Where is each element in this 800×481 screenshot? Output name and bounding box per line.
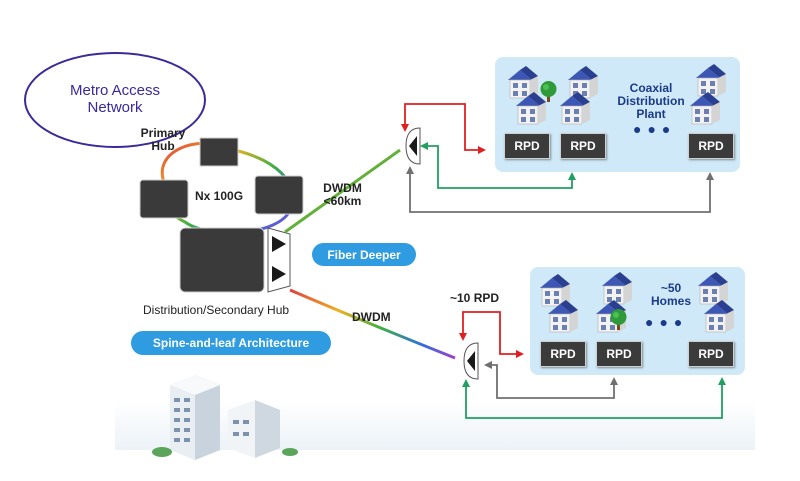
top-rpd-2: RPD: [560, 133, 606, 159]
coaxial-plant-label: Coaxial Distribution Plant: [615, 82, 687, 121]
metro-line2: Network: [87, 99, 143, 116]
dwdm-top-line1: DWDM: [323, 181, 362, 195]
homes-line1: ~50: [660, 281, 682, 295]
top-rpd-3: RPD: [688, 133, 734, 159]
top-dots: ●●●: [633, 121, 677, 137]
metro-access-ellipse: [24, 52, 206, 148]
bottom-rpd-2: RPD: [596, 341, 642, 367]
fiber-deeper-badge: Fiber Deeper: [312, 243, 416, 266]
primary-hub-line2: Hub: [151, 139, 175, 153]
coaxial-line1: Coaxial: [629, 81, 673, 95]
distribution-hub-box: [179, 227, 265, 293]
primary-hub-box: [199, 137, 239, 167]
bottom-rpd-3: RPD: [688, 341, 734, 367]
top-connectors: [401, 103, 714, 213]
top-splitter: [405, 127, 421, 165]
office-buildings: [152, 375, 298, 460]
bottom-connectors: [459, 311, 726, 419]
distribution-hub-label: Distribution/Secondary Hub: [143, 303, 290, 317]
bottom-dots: ●●●: [645, 314, 689, 330]
top-plant-panel: [495, 57, 740, 172]
top-rpd-1: RPD: [504, 133, 550, 159]
dwdm-fiber-bottom: [289, 288, 456, 360]
bottom-splitter: [463, 342, 479, 380]
nx-100g-label: Nx 100G: [195, 189, 244, 203]
dwdm-top-label: DWDM <60km: [320, 182, 365, 208]
primary-hub-line1: Primary: [140, 126, 186, 140]
left-hub-box: [139, 179, 189, 219]
ground-shading: [115, 400, 755, 450]
dwdm-fiber-top: [284, 148, 401, 234]
homes-line2: Homes: [650, 294, 691, 308]
right-hub-box: [254, 175, 304, 215]
metro-access-label: Metro Access Network: [50, 82, 180, 116]
bottom-rpd-1: RPD: [540, 341, 586, 367]
spine-leaf-badge: Spine-and-leaf Architecture: [131, 331, 331, 355]
primary-hub-label: Primary Hub: [138, 127, 188, 153]
coaxial-line3: Plant: [636, 107, 666, 121]
spine-leaf-switch: [267, 227, 291, 293]
metro-line1: Metro Access: [69, 82, 161, 99]
homes-label: ~50 Homes: [646, 282, 696, 308]
rpd-count-label: ~10 RPD: [450, 291, 500, 305]
dwdm-bottom-label: DWDM: [352, 310, 391, 324]
coaxial-line2: Distribution: [617, 94, 685, 108]
dwdm-top-line2: <60km: [323, 194, 362, 208]
